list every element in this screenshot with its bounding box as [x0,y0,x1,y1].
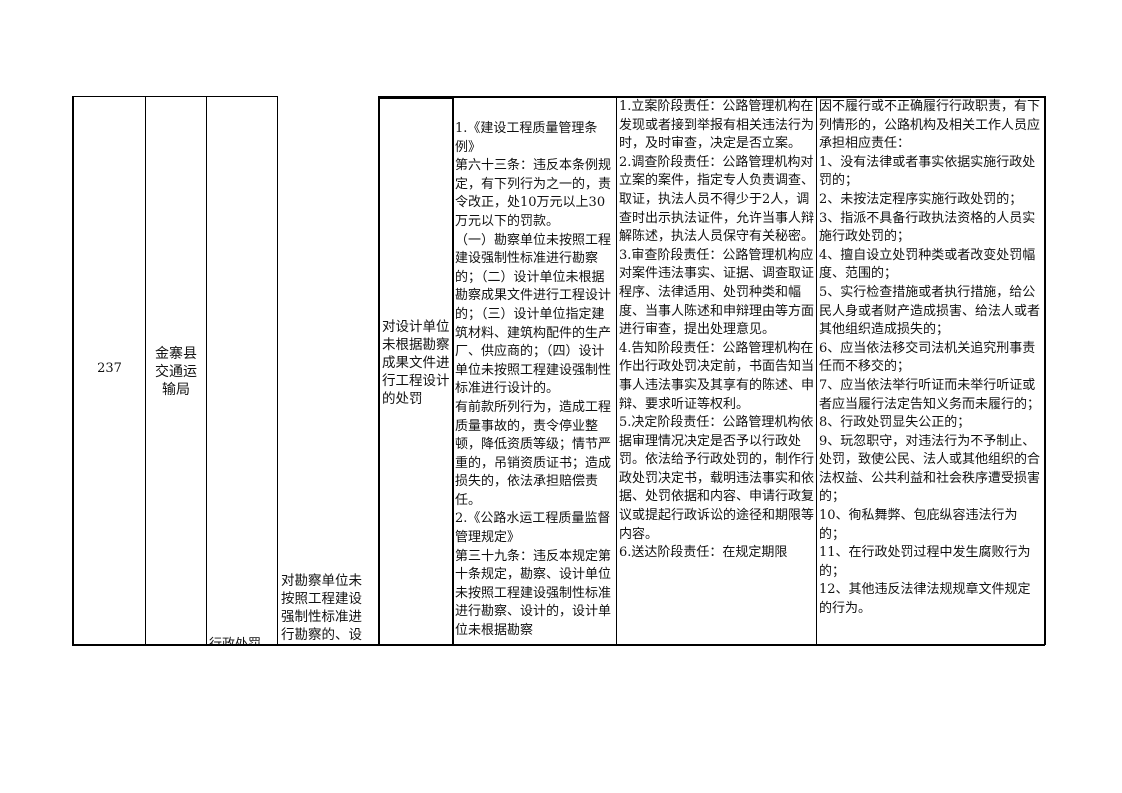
accountability-5: 5、实行检查措施或者执行措施，给公民人身或者财产造成损害、给法人或者其他组织造成… [819,284,1041,338]
accountability-4: 4、擅自设立处罚种类或者改变处罚幅度、范围的； [819,247,1036,282]
responsibility-2: 2.调查阶段责任：公路管理机构对立案的案件，指定专人负责调查、取证，执法人员不得… [619,154,815,245]
responsibility-3: 3.审查阶段责任：公路管理机构应对案件违法事实、证据、调查取证程序、法律适用、处… [619,247,815,338]
accountability-7: 7、应当依法举行听证而未举行听证或者应当履行法定告知义务而未履行的； [819,377,1041,412]
sub-item-cell: 对设计单位未根据勘察成果文件进行工程设计的处罚 [382,318,450,438]
responsibility-5: 5.决定阶段责任：公路管理机构依据审理情况决定是否予以行政处罚。依法给予行政处罚… [619,415,815,542]
sub-item-text: 对设计单位未根据勘察成果文件进行工程设计的处罚 [382,319,450,407]
responsibility-cell: 1.立案阶段责任：公路管理机构在发现或者接到举报有相关违法行为时，及时审查，决定… [619,98,815,644]
seq-number: 237 [74,360,145,380]
basis-paragraph-2: 第六十三条：违反本条例规定，有下列行为之一的，责令改正，处10万元以上30万元以… [455,158,612,229]
basis-paragraph-1: 1.《建设工程质量管理条例》 [455,121,598,155]
accountability-0: 因不履行或不正确履行行政职责，有下列情形的，公路机构及相关工作人员应承担相应责任… [819,99,1041,152]
col-line-6 [452,96,454,645]
category-cell: 行政处罚 [209,636,275,644]
table-top-border [72,96,278,97]
col-line-9 [1044,96,1046,645]
accountability-9: 9、玩忽职守，对违法行为不予制止、处罚，致使公民、法人或其他组织的合法权益、公共… [819,433,1041,505]
table-bottom-border [72,644,1045,646]
accountability-cell: 因不履行或不正确履行行政职责，有下列情形的，公路机构及相关工作人员应承担相应责任… [819,98,1043,644]
accountability-12: 12、其他违反法律法规规章文件规定的行为。 [819,582,1031,617]
basis-paragraph-6: 第三十九条：违反本规定第十条规定，勘察、设计单位未按照工程建设强制性标准进行勘察… [455,548,612,639]
item-name-cell: 对勘察单位未按照工程建设强制性标准进行勘察的、设 [281,572,375,644]
table-top-border-right [378,96,1045,98]
col-line-2 [145,96,146,645]
department-name: 金寨县交通运输局 [150,345,202,405]
seq-number-text: 237 [97,361,122,376]
accountability-1: 1、没有法律或者事实依据实施行政处罚的； [819,154,1036,189]
responsibility-4: 4.告知阶段责任：公路管理机构在作出行政处罚决定前，书面告知当事人违法事实及其享… [619,340,815,412]
responsibility-6: 6.送达阶段责任：在规定期限 [619,545,788,561]
col-line-4 [277,96,278,645]
basis-paragraph-3: （一）勘察单位未按照工程建设强制性标准进行勘察的；（二）设计单位未根据勘察成果文… [455,232,612,397]
accountability-11: 11、在行政处罚过程中发生腐败行为的； [819,545,1031,579]
col-line-8 [816,96,817,645]
col-line-5 [378,96,380,645]
basis-paragraph-4: 有前款所列行为，造成工程质量事故的，责令停业整顿，降低资质等级；情节严重的，吊销… [455,399,612,508]
subitem-top-border [378,97,453,99]
accountability-3: 3、指派不具备行政执法资格的人员实施行政处罚的； [819,210,1036,245]
item-name-text: 对勘察单位未按照工程建设强制性标准进行勘察的、设 [281,573,362,643]
responsibility-1: 1.立案阶段责任：公路管理机构在发现或者接到举报有相关违法行为时，及时审查，决定… [619,99,815,152]
category-text: 行政处罚 [209,636,275,644]
accountability-10: 10、徇私舞弊、包庇纵容违法行为的； [819,508,1018,542]
col-line-1 [72,96,74,645]
accountability-6: 6、应当依法移交司法机关追究刑事责任而不移交的； [819,340,1036,375]
legal-basis-cell: 1.《建设工程质量管理条例》 第六十三条：违反本条例规定，有下列行为之一的，责令… [455,120,615,644]
accountability-8: 8、行政处罚显失公正的； [819,415,971,431]
col-line-3 [206,96,207,645]
accountability-2: 2、未按法定程序实施行政处罚的； [819,191,1023,207]
col-line-7 [616,96,617,645]
basis-paragraph-5: 2.《公路水运工程质量监督管理规定》 [455,511,611,546]
department-name-text: 金寨县交通运输局 [155,346,197,398]
